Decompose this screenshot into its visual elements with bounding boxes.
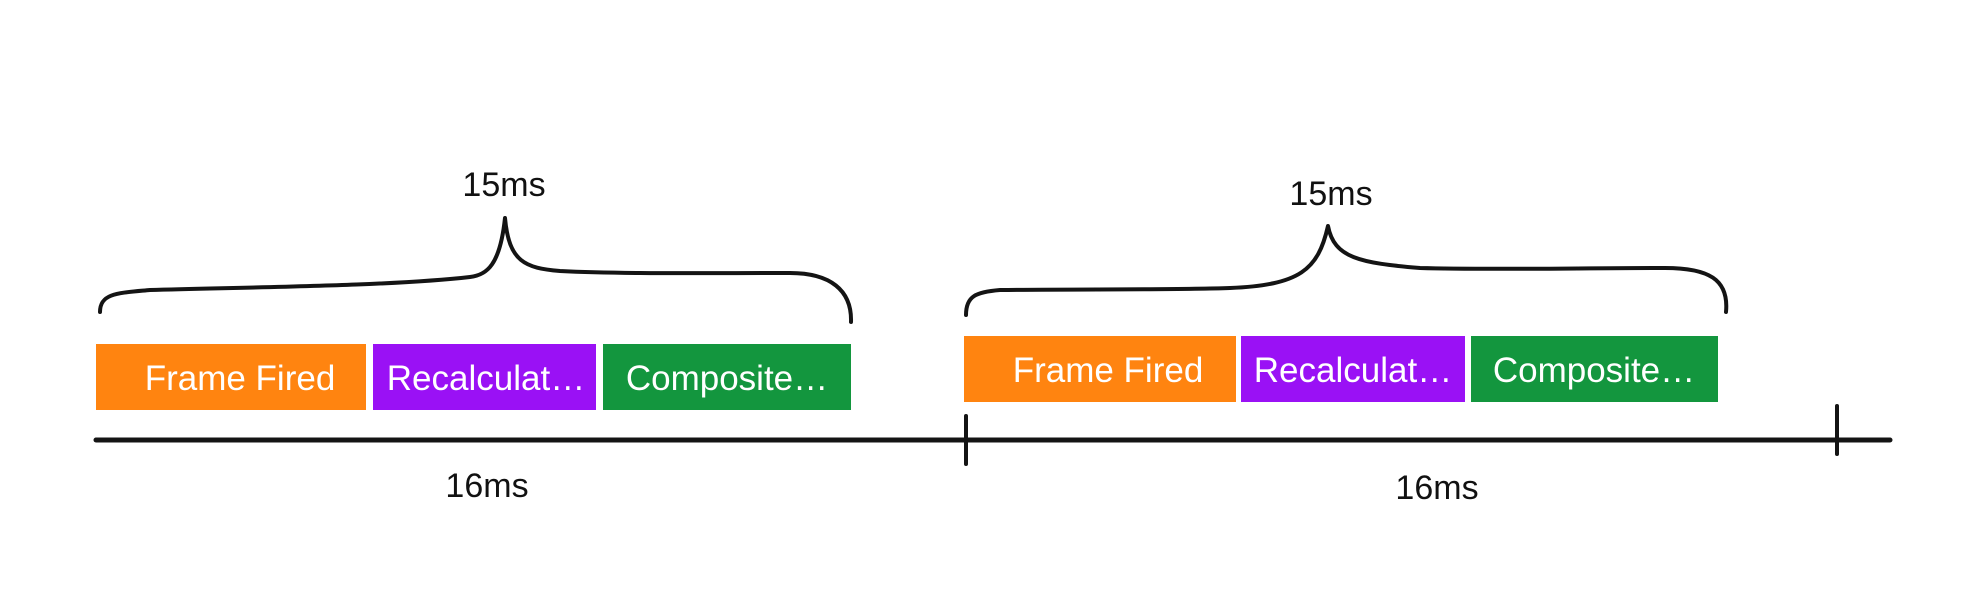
frame-1-task-recalculate [373,344,596,410]
frame-2-frame-duration: 16ms [1395,469,1478,507]
frame-1-task-composite [603,344,851,410]
timeline-axis [93,404,1893,466]
frame-1-task-frame-fired-label: Frame Fired [145,359,336,398]
frame-1: 15ms Frame Fired Recalculat… Composite… … [96,166,854,505]
frame-2-task-frame-fired-label: Frame Fired [1013,351,1204,390]
frame-2-task-recalculate-label: Recalculat… [1254,351,1452,390]
frame-1-task-duration: 15ms [462,166,545,204]
frame-2-task-duration: 15ms [1289,175,1372,213]
frame-1-frame-duration: 16ms [445,467,528,505]
frame-1-task-frame-fired [96,344,366,410]
frame-1-task-composite-label: Composite… [626,359,828,398]
frame-1-task-recalculate-label: Recalculat… [387,359,585,398]
frame-2-brace [964,224,1729,317]
frame-2-task-frame-fired [964,336,1236,402]
frame-2-task-composite-label: Composite… [1493,351,1695,390]
frame-1-brace [98,216,854,324]
frame-2-task-composite [1471,336,1718,402]
frame-2-task-recalculate [1241,336,1465,402]
frame-2: 15ms Frame Fired Recalculat… Composite… … [964,175,1729,507]
